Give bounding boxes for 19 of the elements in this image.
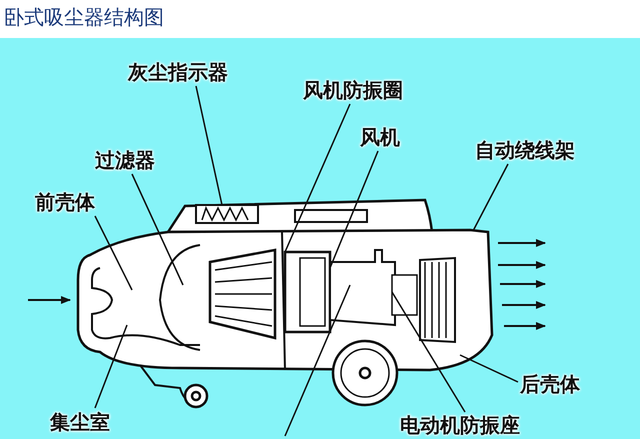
leader-line	[94, 216, 133, 290]
leader-line	[195, 86, 223, 206]
leader-line	[329, 150, 379, 268]
part-label: 电动机防振座	[400, 413, 520, 437]
part-label: 自动绕线架	[475, 138, 575, 162]
leader-line	[391, 292, 466, 412]
part-label: 风机	[360, 125, 400, 149]
diagram-title: 卧式吸尘器结构图	[4, 4, 164, 31]
part-label: 灰尘指示器	[128, 60, 228, 84]
part-label: 风机防振圈	[303, 78, 403, 102]
part-label: 前壳体	[35, 190, 95, 214]
leader-line	[94, 324, 128, 408]
part-label: 过滤器	[95, 148, 155, 172]
part-label: 集尘室	[50, 410, 110, 434]
part-label: 后壳体	[520, 372, 580, 396]
leader-line	[472, 164, 509, 232]
leader-line	[460, 354, 518, 383]
leader-line	[284, 104, 351, 252]
leader-line	[131, 174, 184, 286]
